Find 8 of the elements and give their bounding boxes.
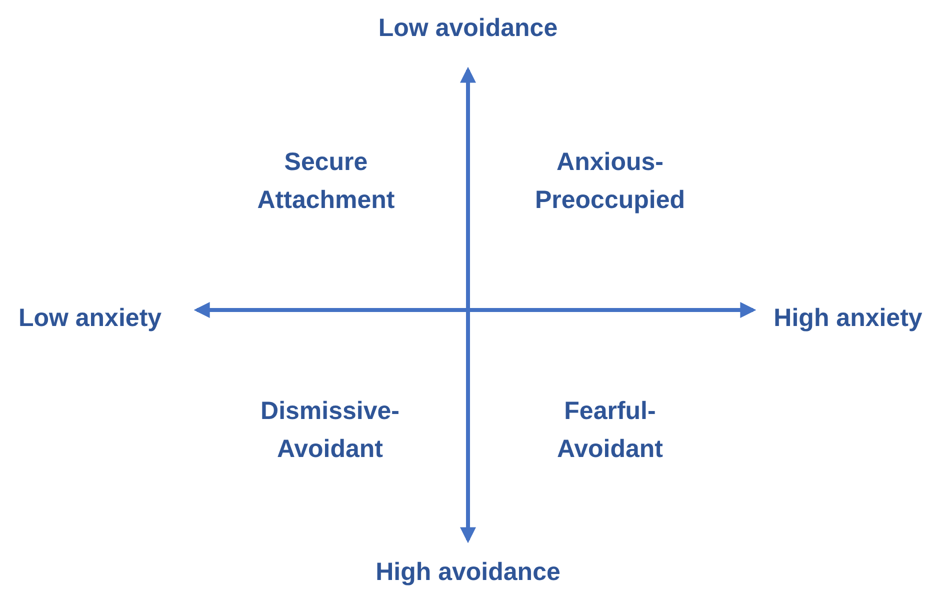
quadrant-label: Dismissive-Avoidant xyxy=(260,396,400,465)
axis-label: Low avoidance xyxy=(378,13,558,44)
quadrant-label: Secure Attachment xyxy=(257,147,395,216)
axis-label: Low anxiety xyxy=(18,303,162,334)
axis-label: High avoidance xyxy=(376,557,560,588)
quadrant-label: Anxious-Preoccupied xyxy=(534,147,686,216)
axis-label: High anxiety xyxy=(774,303,922,334)
quadrant-label: Fearful-Avoidant xyxy=(557,396,663,465)
